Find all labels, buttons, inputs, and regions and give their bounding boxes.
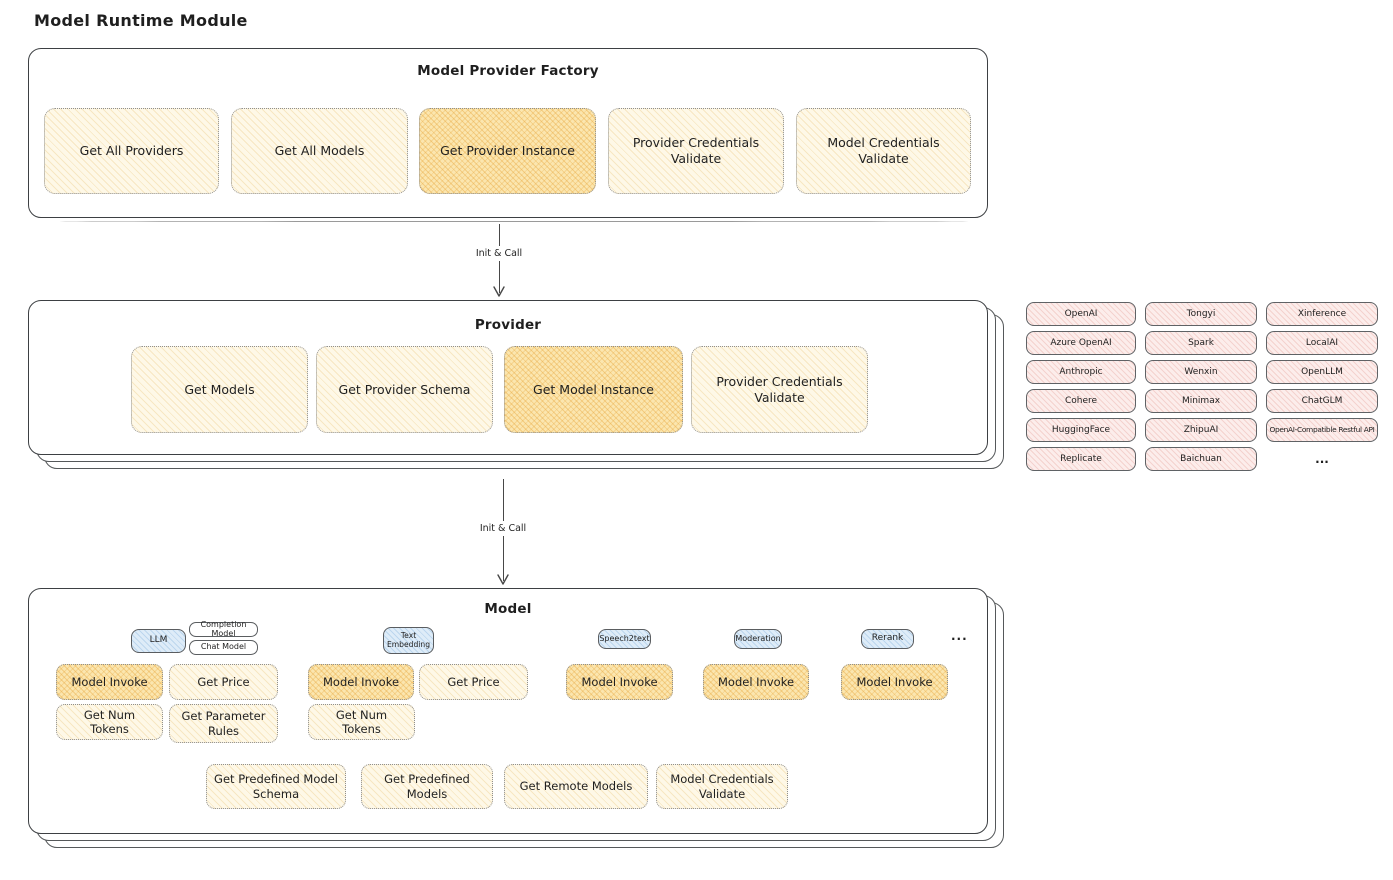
model-box-get-predefined-model-schema: Get Predefined Model Schema: [206, 764, 346, 809]
provider-item-tongyi: Tongyi: [1145, 302, 1257, 326]
factory-box-get-all-providers: Get All Providers: [44, 108, 219, 194]
provider-item-huggingface: HuggingFace: [1026, 418, 1136, 442]
factory-panel: Model Provider Factory Get All Providers…: [28, 48, 988, 222]
factory-box-provider-credentials-validate: Provider Credentials Validate: [608, 108, 784, 194]
text-embedding-box-model-invoke: Model Invoke: [308, 664, 414, 700]
provider-item-cohere: Cohere: [1026, 389, 1136, 413]
factory-box-get-provider-instance: Get Provider Instance: [419, 108, 596, 194]
provider-item-spark: Spark: [1145, 331, 1257, 355]
provider-box-get-provider-schema: Get Provider Schema: [316, 346, 493, 433]
model-panel-title: Model: [484, 601, 532, 617]
tab-rerank: Rerank: [861, 629, 914, 649]
model-panel: Model LLM Completion Model Chat Model Te…: [28, 588, 1004, 848]
factory-box-get-all-models: Get All Models: [231, 108, 408, 194]
tabs-more-ellipsis: ...: [951, 629, 968, 643]
provider-item-zhipuai: ZhipuAI: [1145, 418, 1257, 442]
model-box-model-credentials-validate: Model Credentials Validate: [656, 764, 788, 809]
provider-box-provider-credentials-validate: Provider Credentials Validate: [691, 346, 868, 433]
arrow-provider-to-model: Init & Call: [474, 479, 532, 585]
provider-item-wenxin: Wenxin: [1145, 360, 1257, 384]
provider-item-xinference: Xinference: [1266, 302, 1378, 326]
tab-moderation: Moderation: [734, 629, 782, 649]
provider-item-azure-openai: Azure OpenAI: [1026, 331, 1136, 355]
provider-panel: Provider Get Models Get Provider Schema …: [28, 300, 1004, 469]
text-embedding-box-get-num-tokens: Get Num Tokens: [308, 704, 415, 740]
tab-text-embedding: Text Embedding: [383, 627, 434, 654]
provider-item-openai-compatible-restful-api: OpenAI-Compatible Restful API: [1266, 418, 1378, 442]
arrow-factory-to-provider: Init & Call: [470, 224, 528, 297]
factory-panel-title: Model Provider Factory: [417, 63, 599, 79]
tab-speech2text: Speech2text: [598, 629, 651, 649]
provider-box-get-model-instance: Get Model Instance: [504, 346, 683, 433]
provider-name-grid: OpenAI Tongyi Xinference Azure OpenAI Sp…: [1026, 302, 1378, 471]
model-panel-border: Model LLM Completion Model Chat Model Te…: [28, 588, 988, 834]
provider-item-localai: LocalAI: [1266, 331, 1378, 355]
provider-item-baichuan: Baichuan: [1145, 447, 1257, 471]
factory-panel-border: Model Provider Factory Get All Providers…: [28, 48, 988, 222]
tab-llm: LLM: [131, 629, 186, 653]
factory-box-model-credentials-validate: Model Credentials Validate: [796, 108, 971, 194]
speech2text-box-model-invoke: Model Invoke: [566, 664, 673, 700]
provider-box-get-models: Get Models: [131, 346, 308, 433]
provider-item-chatglm: ChatGLM: [1266, 389, 1378, 413]
provider-item-anthropic: Anthropic: [1026, 360, 1136, 384]
llm-box-get-parameter-rules: Get Parameter Rules: [169, 704, 278, 743]
diagram-title: Model Runtime Module: [34, 11, 248, 30]
arrow-label-init-call-1: Init & Call: [470, 246, 528, 261]
arrow-head-icon: [493, 286, 505, 297]
rerank-box-model-invoke: Model Invoke: [841, 664, 948, 700]
model-box-get-predefined-models: Get Predefined Models: [361, 764, 493, 809]
arrow-label-init-call-2: Init & Call: [474, 521, 532, 536]
provider-grid-more-ellipsis: ...: [1315, 451, 1329, 466]
tab-completion-model: Completion Model: [189, 620, 258, 637]
llm-box-model-invoke: Model Invoke: [56, 664, 163, 700]
provider-panel-border: Provider Get Models Get Provider Schema …: [28, 300, 988, 455]
model-box-get-remote-models: Get Remote Models: [504, 764, 648, 809]
moderation-box-model-invoke: Model Invoke: [703, 664, 809, 700]
llm-box-get-price: Get Price: [169, 664, 278, 700]
provider-item-minimax: Minimax: [1145, 389, 1257, 413]
provider-item-openllm: OpenLLM: [1266, 360, 1378, 384]
provider-item-openai: OpenAI: [1026, 302, 1136, 326]
arrow-head-icon: [497, 574, 509, 585]
tab-chat-model: Chat Model: [189, 640, 258, 655]
provider-panel-title: Provider: [474, 317, 542, 333]
provider-item-replicate: Replicate: [1026, 447, 1136, 471]
text-embedding-box-get-price: Get Price: [419, 664, 528, 700]
llm-box-get-num-tokens: Get Num Tokens: [56, 704, 163, 740]
